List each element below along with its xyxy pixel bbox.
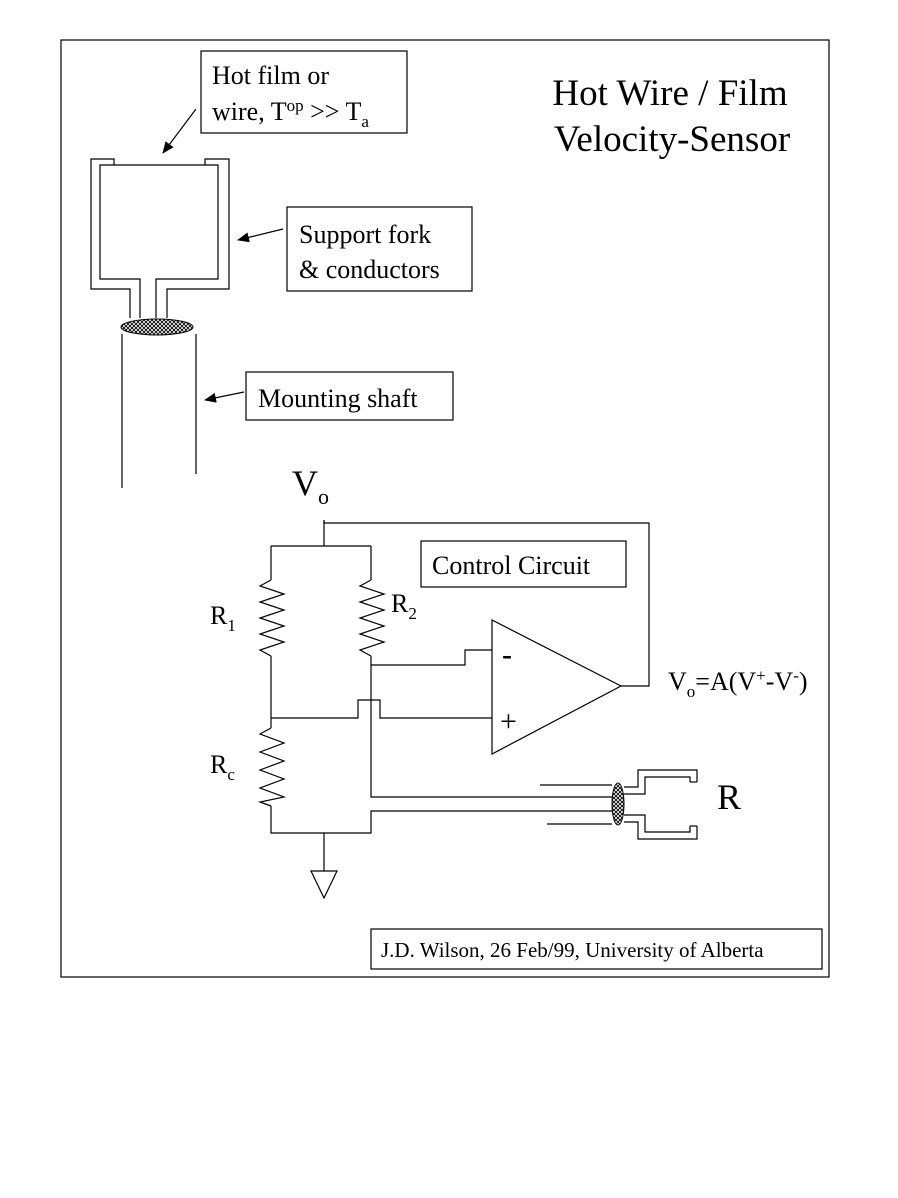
r2-label-sub: 2 xyxy=(408,604,417,623)
mounting-shaft-arrow xyxy=(204,391,245,403)
probe-fork xyxy=(90,158,230,318)
credit-box xyxy=(370,928,823,970)
circuit-wires xyxy=(270,520,650,871)
sensor-top-wire xyxy=(370,665,612,798)
probe-shaft-top-hatch xyxy=(120,318,194,336)
resistor-r1 xyxy=(258,579,286,657)
op-amp-plus: + xyxy=(500,705,517,738)
hot-film-callout-sub-a: a xyxy=(361,112,369,131)
output-equation: Vo=A(V+-V-) xyxy=(668,666,808,701)
output-eq-close: ) xyxy=(799,667,808,696)
op-amp-minus: - xyxy=(502,638,512,671)
rc-label-r: R xyxy=(210,750,228,779)
probe-fork-outer xyxy=(90,158,230,318)
support-fork-arrow xyxy=(237,228,284,243)
credit-text: J.D. Wilson, 26 Feb/99, University of Al… xyxy=(381,938,764,962)
op-amp-triangle xyxy=(491,619,623,755)
r1-label: R1 xyxy=(210,601,236,635)
ground-symbol xyxy=(310,870,338,900)
output-eq-v: V xyxy=(668,667,687,696)
sensor-r-label: R xyxy=(717,777,741,817)
output-eq-sup-minus: - xyxy=(793,666,799,685)
output-eq-sup-plus: + xyxy=(756,666,766,685)
hot-film-callout: Hot film or wire, Top >> Ta xyxy=(200,50,408,134)
r1-label-r: R xyxy=(210,601,228,630)
hot-film-callout-box xyxy=(200,50,408,134)
hot-film-callout-sup-op: op xyxy=(287,96,304,115)
hot-film-callout-line-1: Hot film or xyxy=(212,61,329,90)
rc-bottom-wire xyxy=(270,806,612,834)
rc-label: Rc xyxy=(210,750,235,784)
support-fork-callout-line-2: & conductors xyxy=(299,255,440,284)
vo-top-v: V xyxy=(292,463,318,503)
output-eq-a: =A(V xyxy=(695,667,756,696)
sensor-probe-inner xyxy=(624,776,691,833)
probe-fork-inner xyxy=(99,164,219,318)
vo-top-sub: o xyxy=(318,484,329,509)
hot-film-arrow xyxy=(162,108,197,154)
mounting-shaft-callout-box xyxy=(245,371,454,421)
support-fork-callout-box xyxy=(286,206,473,292)
sensor-probe-hatch xyxy=(611,782,625,826)
mounting-shaft-callout-text: Mounting shaft xyxy=(258,384,418,413)
rc-label-sub: c xyxy=(227,765,235,784)
control-circuit-box xyxy=(420,540,627,588)
title-line-1: Hot Wire / Film xyxy=(552,73,787,114)
minus-input-wire xyxy=(370,649,492,666)
output-eq-v-sub: o xyxy=(687,682,696,701)
resistor-r2 xyxy=(358,579,386,657)
sensor-probe-outer xyxy=(624,769,698,840)
outer-frame xyxy=(60,39,830,978)
r1-label-sub: 1 xyxy=(227,616,236,635)
hot-film-callout-wire-t: wire, T xyxy=(212,97,287,126)
hot-film-callout-line-2: wire, Top >> Ta xyxy=(212,96,369,131)
title-line-2: Velocity-Sensor xyxy=(554,119,790,160)
plus-input-wire xyxy=(271,699,492,719)
sensor-probe-small xyxy=(624,769,698,840)
resistor-rc xyxy=(257,727,287,807)
control-circuit-label: Control Circuit xyxy=(432,551,591,580)
hot-film-callout-gg-t: >> T xyxy=(304,97,362,126)
r2-label-r: R xyxy=(391,589,409,618)
r2-label: R2 xyxy=(391,589,417,623)
top-rail xyxy=(271,520,371,547)
support-fork-callout-line-1: Support fork xyxy=(299,220,431,249)
vo-top-label: Vo xyxy=(292,463,329,509)
output-eq-minus-v: -V xyxy=(766,667,794,696)
